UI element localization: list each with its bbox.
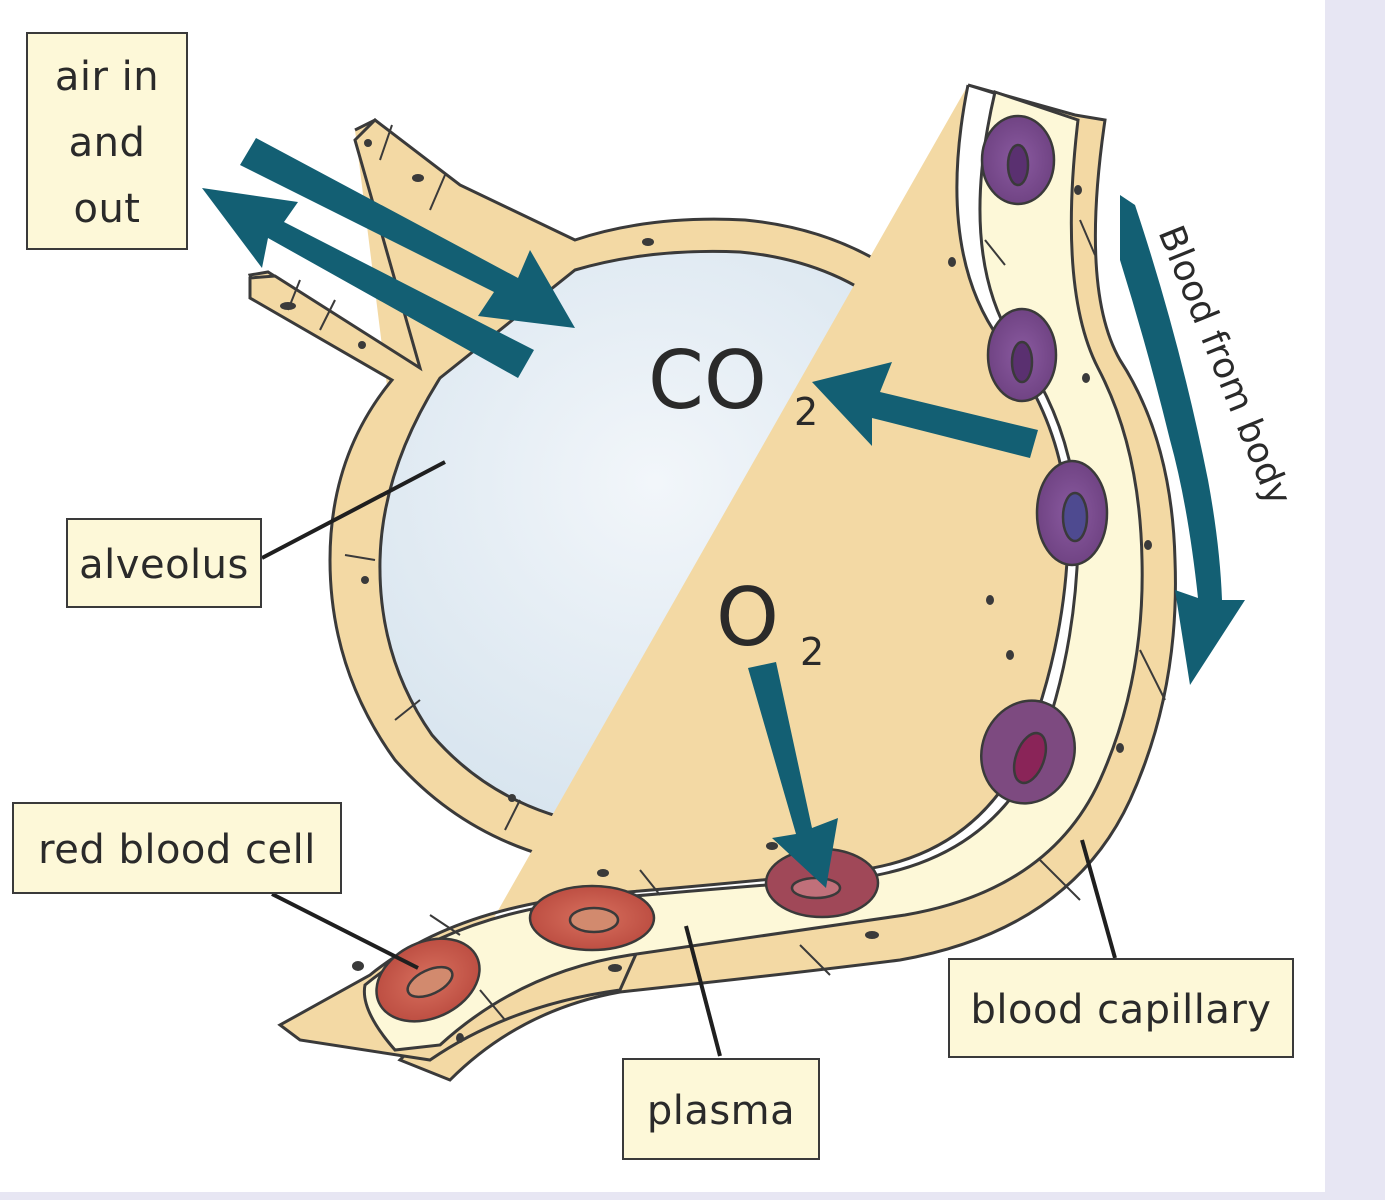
alveolus-label: alveolus	[66, 518, 262, 608]
red-blood-cell	[980, 699, 1076, 805]
red-blood-cell-label: red blood cell	[12, 802, 342, 894]
alveolus-leader-line	[261, 460, 446, 560]
leader-lines	[261, 460, 1117, 1057]
red-blood-cell	[980, 114, 1056, 206]
red-blood-cells	[375, 114, 1109, 1023]
blood-capillary-leader-line	[1080, 839, 1117, 959]
plasma-label: plasma	[622, 1058, 820, 1160]
air-out-arrow	[202, 188, 534, 378]
blood-flow-arrow	[1120, 195, 1245, 685]
co2-label: CO 2	[648, 334, 818, 434]
blood-capillary-label: blood capillary	[948, 958, 1294, 1058]
air-in-arrow	[240, 138, 575, 328]
air-flow-arrows	[202, 138, 575, 378]
o2-label: O 2	[716, 571, 824, 674]
o2-arrow	[748, 662, 838, 888]
gas-diffusion-arrows	[748, 362, 1038, 888]
air-in-label-line3: out	[73, 186, 141, 232]
svg-text:2: 2	[800, 630, 824, 674]
svg-text:2: 2	[794, 390, 818, 434]
bottom-margin-strip	[0, 1192, 1385, 1200]
air-in-label-line1: air in	[54, 54, 160, 100]
capillary-wall-cells	[429, 219, 1166, 1021]
svg-text:O: O	[716, 571, 779, 664]
air-in-label-line2: and	[68, 120, 146, 166]
alveolus-wall-nuclei	[280, 139, 899, 802]
right-margin-strip	[1325, 0, 1385, 1200]
red-blood-cell	[1035, 459, 1109, 567]
capillary-wall-nuclei	[352, 185, 1152, 1043]
svg-text:CO: CO	[648, 334, 767, 427]
red-blood-cell	[528, 884, 656, 952]
air-in-and-out-label: air in and out	[26, 32, 188, 250]
red-blood-cell	[986, 307, 1058, 403]
co2-arrow	[812, 362, 1038, 458]
red-blood-cell-leader-line	[271, 892, 419, 970]
plasma-leader-line	[684, 925, 722, 1057]
